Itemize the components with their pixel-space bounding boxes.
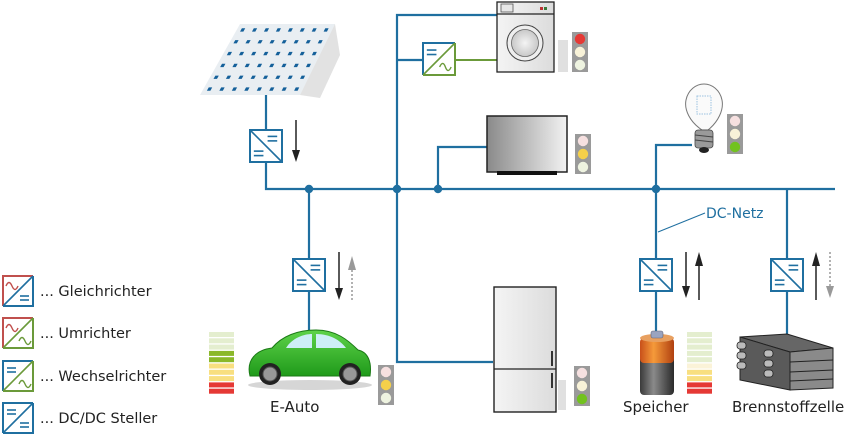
dc-bus-lines	[264, 13, 835, 364]
pv-cell	[206, 87, 213, 91]
pv-cell	[238, 51, 245, 56]
pv-cell	[245, 40, 251, 44]
pv-cell	[225, 75, 232, 79]
dcdc-converter-fuelcell	[770, 258, 804, 292]
legend-item-gleichrichter: ... Gleichrichter	[40, 284, 152, 300]
legend-item-umrichter: ... Umrichter	[40, 326, 131, 342]
pv-cell	[275, 28, 281, 32]
pv-cell	[287, 75, 293, 79]
pv-cell	[219, 87, 225, 91]
pv-cell	[251, 28, 258, 32]
pv-cell	[287, 28, 293, 32]
pv-cell	[244, 87, 250, 91]
status-light-ecar	[378, 365, 394, 405]
label-brennstoffzelle: Brennstoffzelle	[732, 398, 845, 416]
pv-cell	[287, 51, 293, 56]
refrigerator-icon	[493, 286, 566, 413]
label-e-auto: E-Auto	[270, 398, 320, 416]
pv-cell	[220, 63, 226, 68]
pv-cell	[257, 40, 263, 44]
pv-cell	[244, 63, 250, 68]
pv-cell	[269, 87, 275, 91]
pv-cell	[281, 40, 287, 44]
pv-cell	[311, 51, 317, 56]
pv-cell	[256, 87, 262, 91]
label-speicher: Speicher	[623, 398, 689, 416]
pv-cell	[293, 63, 299, 68]
pv-cell	[250, 75, 256, 79]
bus-junctions	[304, 184, 661, 194]
pv-cell	[305, 40, 311, 44]
pv-cell	[294, 87, 300, 91]
dc-netz-label: DC-Netz	[706, 206, 764, 222]
umrichter-icon	[2, 317, 34, 349]
status-light-fridge	[574, 366, 590, 406]
pv-cell	[299, 51, 305, 56]
status-light-lamp	[727, 114, 743, 154]
pv-cell	[305, 63, 311, 68]
pv-cell	[299, 28, 305, 32]
wechselrichter-icon	[2, 360, 34, 392]
pv-cell	[317, 40, 323, 44]
pv-cell	[256, 63, 263, 68]
pv-cell	[323, 28, 329, 32]
pv-cell	[281, 87, 287, 91]
pv-cell	[311, 28, 317, 32]
charge-bars-ecar	[209, 332, 234, 394]
pv-cell	[269, 40, 275, 44]
washing-machine-icon	[496, 1, 568, 73]
pv-cell	[233, 40, 239, 44]
pv-cell	[240, 28, 246, 32]
pv-cell	[232, 63, 238, 68]
dcdc-steller-icon	[2, 402, 34, 434]
status-light-tv	[575, 134, 591, 174]
legend-item-dcdc-steller: ... DC/DC Steller	[40, 411, 158, 427]
solar-panel-icon	[200, 24, 340, 98]
electric-car-icon	[248, 329, 372, 390]
pv-cell	[226, 51, 233, 56]
status-light-washer	[572, 32, 588, 72]
inverter-washer	[422, 42, 456, 76]
light-bulb-icon	[685, 83, 723, 153]
flow-arrows	[292, 120, 834, 300]
dcdc-converter-pv	[249, 129, 283, 163]
pv-cell	[275, 51, 281, 56]
arrow-down-ecar	[335, 252, 343, 300]
pv-cell	[300, 75, 306, 79]
tv-icon	[486, 115, 568, 175]
pv-cell	[281, 63, 287, 68]
pv-cell	[251, 51, 257, 56]
arrow-down-dashed-fuelcell	[826, 252, 834, 298]
arrow-up-dashed-ecar	[348, 256, 356, 300]
gleichrichter-icon	[2, 275, 34, 307]
charge-bars-storage	[687, 332, 712, 394]
pv-cell	[269, 63, 275, 68]
arrow-down-storage	[682, 252, 690, 298]
arrow-up-storage	[695, 252, 703, 300]
dcdc-converter-ecar	[292, 258, 326, 292]
pv-cell	[263, 28, 270, 32]
legend-item-wechselrichter: ... Wechselrichter	[40, 369, 167, 385]
dc-netz-pointer	[657, 212, 706, 233]
fuel-cell-icon	[736, 333, 834, 391]
arrow-down-pv	[292, 120, 300, 162]
pv-cell	[213, 75, 219, 79]
dcdc-converter-storage	[639, 258, 673, 292]
pv-cell	[275, 75, 281, 79]
arrow-up-fuelcell	[812, 252, 820, 300]
pv-cell	[238, 75, 244, 79]
pv-cell	[231, 87, 238, 91]
battery-icon	[640, 330, 674, 395]
pv-cell	[262, 75, 269, 79]
pv-cell	[263, 51, 269, 56]
pv-cell	[293, 40, 299, 44]
